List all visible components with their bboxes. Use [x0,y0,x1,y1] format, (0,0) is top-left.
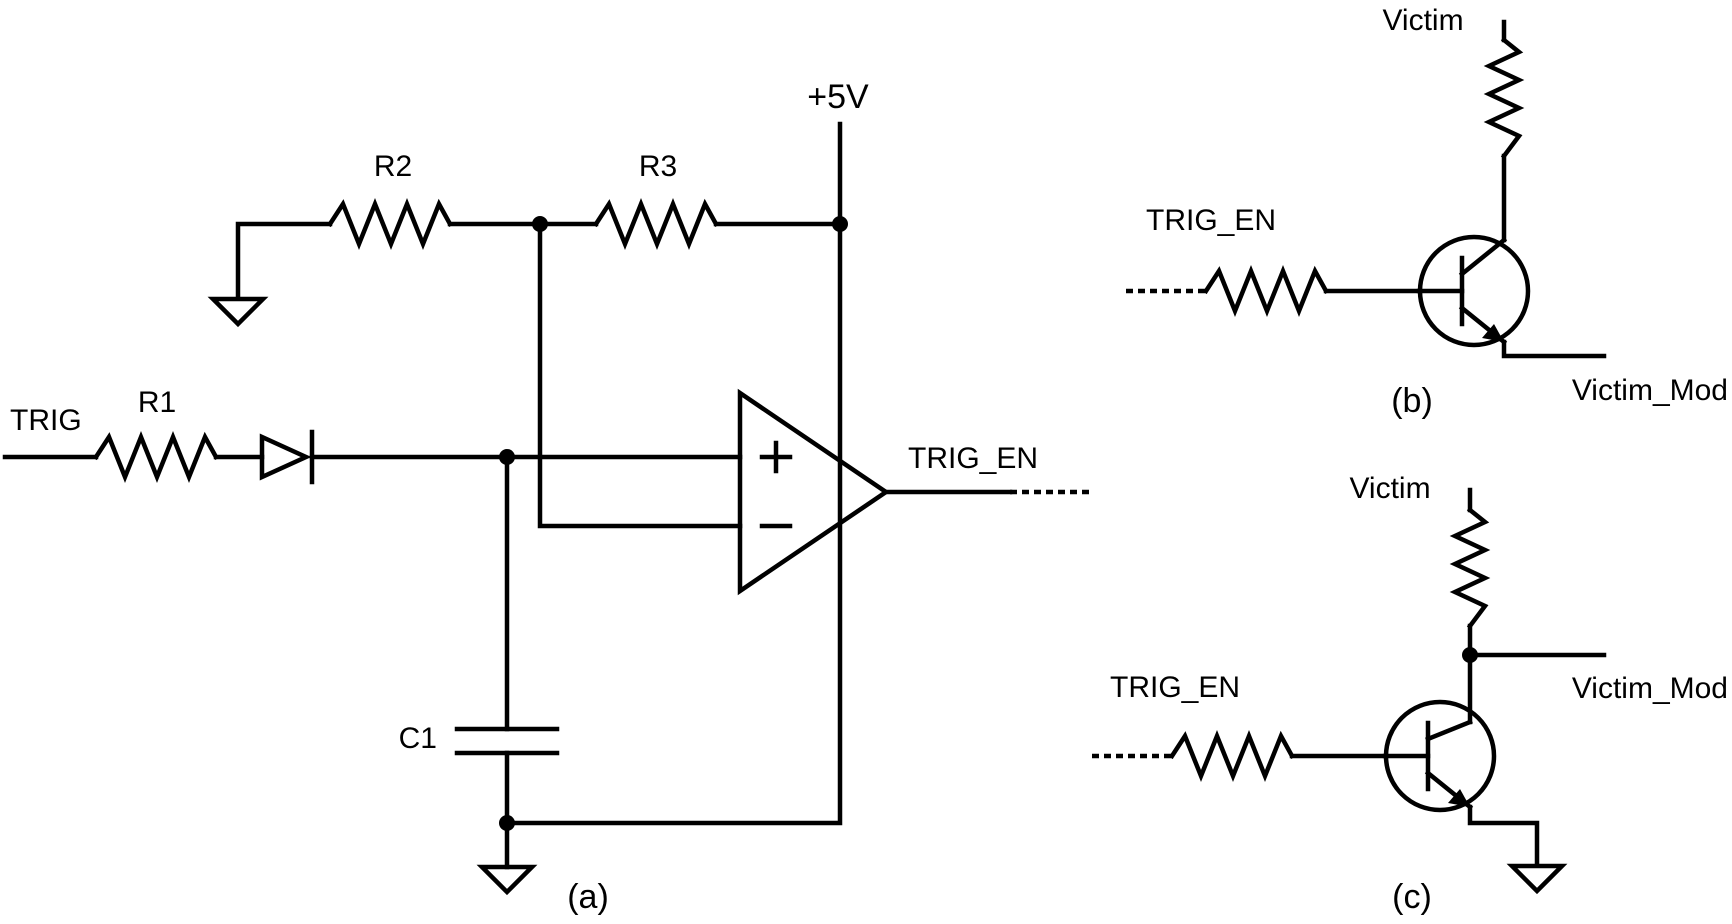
ground-symbol [1506,863,1568,895]
victim-resistor [1483,36,1525,160]
trig-label: TRIG [10,404,82,437]
npn-transistor [1416,234,1531,348]
victim-label: Victim [1382,4,1463,37]
emitter-ground-wire [1467,804,1540,866]
junction-node [832,216,848,232]
r3-label: R3 [639,150,677,183]
resistor-r1 [92,430,220,484]
minus-input-wire [537,221,743,529]
diode [259,429,315,485]
victim-mod-label: Victim_Mod [1572,374,1728,407]
supply-label: +5V [807,78,869,116]
opamp-plus-sign [759,440,793,474]
base-resistor [1168,729,1296,783]
base-resistor [1202,264,1330,318]
panel-c-caption: (c) [1392,878,1432,916]
panel-b: Victim TRIG_EN Victim_Mod (b) [1126,4,1728,420]
c1-label: C1 [399,722,437,755]
r1-label: R1 [138,386,176,419]
panel-b-caption: (b) [1391,382,1433,420]
emitter-output-wire [1501,339,1607,359]
resistor-r3 [592,197,720,251]
ground-symbol [207,296,269,328]
trig-en-output-label: TRIG_EN [908,442,1038,475]
resistor-r2 [326,197,454,251]
capacitor-c1 [454,726,560,756]
victim-mod-label: Victim_Mod [1572,672,1728,705]
trig-en-label: TRIG_EN [1110,671,1240,704]
trig-en-label: TRIG_EN [1146,204,1276,237]
r2-label: R2 [374,150,412,183]
panel-a: +5V R2 R3 TRIG R1 C1 [2,78,1090,916]
npn-transistor [1382,699,1497,813]
panel-c: Victim Victim_Mod TRIG_EN (c) [1092,472,1728,916]
junction-node [499,815,515,831]
ground-symbol [476,864,538,896]
ground-r2-wire [235,221,333,299]
supply-rail-wire [502,121,843,826]
victim-resistor [1449,506,1491,630]
panel-a-caption: (a) [567,878,609,916]
victim-label: Victim [1349,472,1430,505]
opamp-triangle [737,388,891,596]
